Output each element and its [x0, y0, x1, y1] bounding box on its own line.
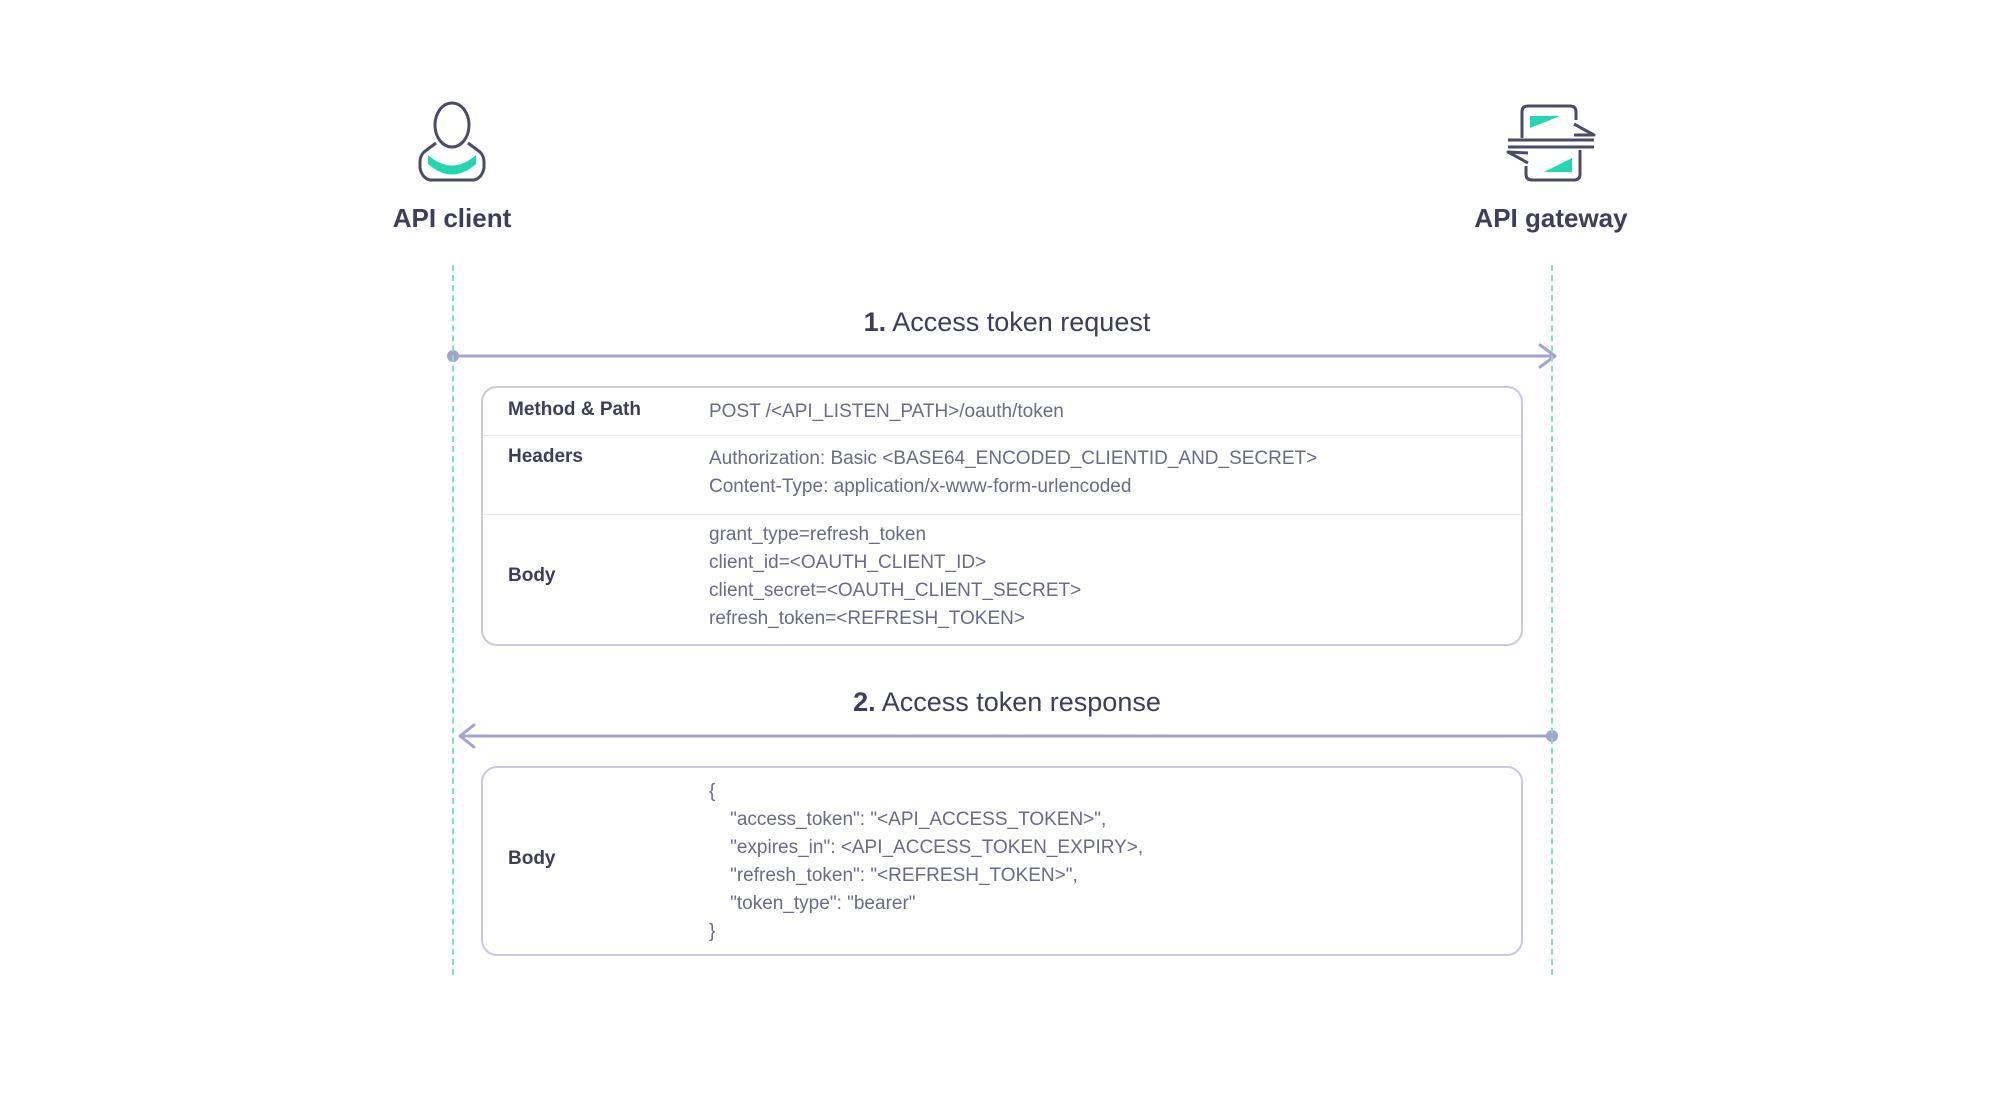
- method-path-row: Method & Path POST /<API_LISTEN_PATH>/oa…: [483, 388, 1521, 436]
- value-line: grant_type=refresh_token: [709, 524, 927, 545]
- value-line: client_secret=<OAUTH_CLIENT_SECRET>: [709, 580, 1082, 601]
- value-line: "token_type": "bearer": [709, 893, 916, 914]
- request-number: 1.: [863, 307, 887, 337]
- value-line: Content-Type: application/x-www-form-url…: [709, 476, 1132, 497]
- headers-row: Headers Authorization: Basic <BASE64_ENC…: [483, 436, 1521, 515]
- value-line: Authorization: Basic <BASE64_ENCODED_CLI…: [709, 448, 1318, 469]
- request-title: 1. Access token request: [864, 307, 1151, 338]
- row-values: grant_type=refresh_token client_id=<OAUT…: [709, 521, 1081, 633]
- row-label: Body: [508, 848, 556, 869]
- row-label: Method & Path: [508, 399, 641, 420]
- user-icon: [418, 101, 486, 182]
- value-line: client_id=<OAUTH_CLIENT_ID>: [709, 552, 987, 573]
- row-label: Headers: [508, 446, 583, 467]
- client-label: API client: [392, 203, 512, 233]
- request-details-card: Method & Path POST /<API_LISTEN_PATH>/oa…: [481, 386, 1523, 646]
- client-lifeline: [452, 265, 454, 975]
- value-line: }: [709, 921, 716, 942]
- row-values: { "access_token": "<API_ACCESS_TOKEN>", …: [709, 778, 1143, 946]
- response-number: 2.: [853, 687, 876, 717]
- value-line: POST /<API_LISTEN_PATH>/oauth/token: [709, 401, 1064, 422]
- gateway-label: API gateway: [1474, 203, 1628, 233]
- request-title-text: Access token request: [892, 307, 1151, 337]
- gateway-lifeline: [1551, 265, 1553, 975]
- response-body-row: Body { "access_token": "<API_ACCESS_TOKE…: [483, 768, 1521, 954]
- response-title-text: Access token response: [881, 687, 1161, 717]
- value-line: refresh_token=<REFRESH_TOKEN>: [709, 608, 1025, 629]
- body-row: Body grant_type=refresh_token client_id=…: [483, 515, 1521, 644]
- response-title: 2. Access token response: [853, 687, 1161, 718]
- row-values: Authorization: Basic <BASE64_ENCODED_CLI…: [709, 445, 1317, 501]
- row-values: POST /<API_LISTEN_PATH>/oauth/token: [709, 398, 1064, 426]
- response-arrow: [458, 723, 1558, 749]
- value-line: "refresh_token": "<REFRESH_TOKEN>",: [709, 865, 1078, 886]
- value-line: "access_token": "<API_ACCESS_TOKEN>",: [709, 809, 1107, 830]
- value-line: {: [709, 781, 716, 802]
- value-line: "expires_in": <API_ACCESS_TOKEN_EXPIRY>,: [709, 837, 1144, 858]
- gateway-exchange-icon: [1506, 104, 1596, 182]
- response-details-card: Body { "access_token": "<API_ACCESS_TOKE…: [481, 766, 1523, 956]
- row-label: Body: [508, 565, 556, 586]
- request-arrow: [447, 343, 1557, 369]
